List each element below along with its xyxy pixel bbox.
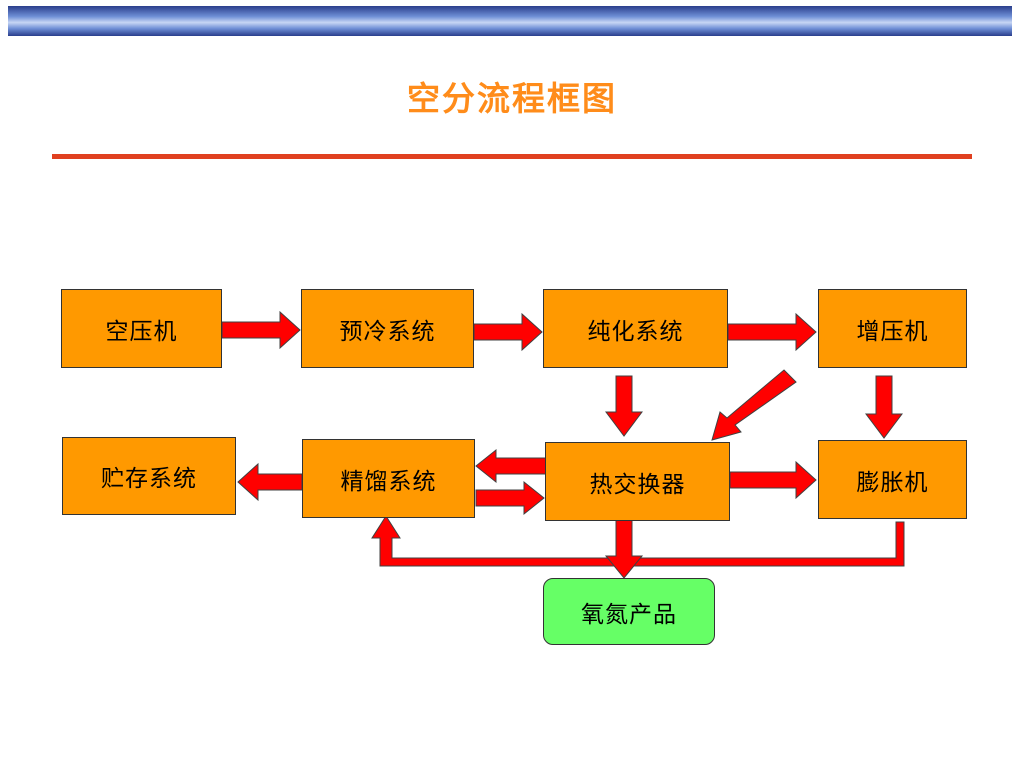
title-divider xyxy=(52,154,972,159)
node-rectification-system: 精馏系统 xyxy=(302,439,475,518)
arrow-exchanger-to-rectification xyxy=(475,448,547,484)
page-title: 空分流程框图 xyxy=(407,79,617,118)
arrow-booster-to-exchanger xyxy=(711,369,797,441)
node-precooling-system: 预冷系统 xyxy=(301,289,474,368)
node-oxygen-nitrogen-products: 氧氮产品 xyxy=(543,578,715,645)
arrow-precool-to-purify xyxy=(473,312,543,352)
arrow-purify-to-booster xyxy=(727,312,817,352)
node-expander: 膨胀机 xyxy=(818,440,967,519)
arrow-compressor-to-precool xyxy=(221,310,301,350)
arrow-booster-to-expander xyxy=(865,375,903,439)
node-purification-system: 纯化系统 xyxy=(543,289,728,368)
arrow-exchanger-to-expander xyxy=(729,460,817,500)
arrow-exchanger-to-products xyxy=(604,519,644,579)
arrow-purify-to-exchanger xyxy=(605,375,643,437)
node-booster-compressor: 增压机 xyxy=(818,289,967,368)
arrow-expander-return-to-rectification xyxy=(371,515,905,567)
node-heat-exchanger: 热交换器 xyxy=(545,442,730,521)
header-gradient-bar xyxy=(8,6,1012,36)
node-storage-system: 贮存系统 xyxy=(62,437,236,515)
node-air-compressor: 空压机 xyxy=(61,289,222,368)
arrow-rectification-to-exchanger xyxy=(475,480,545,516)
arrow-rectification-to-storage xyxy=(237,462,303,502)
